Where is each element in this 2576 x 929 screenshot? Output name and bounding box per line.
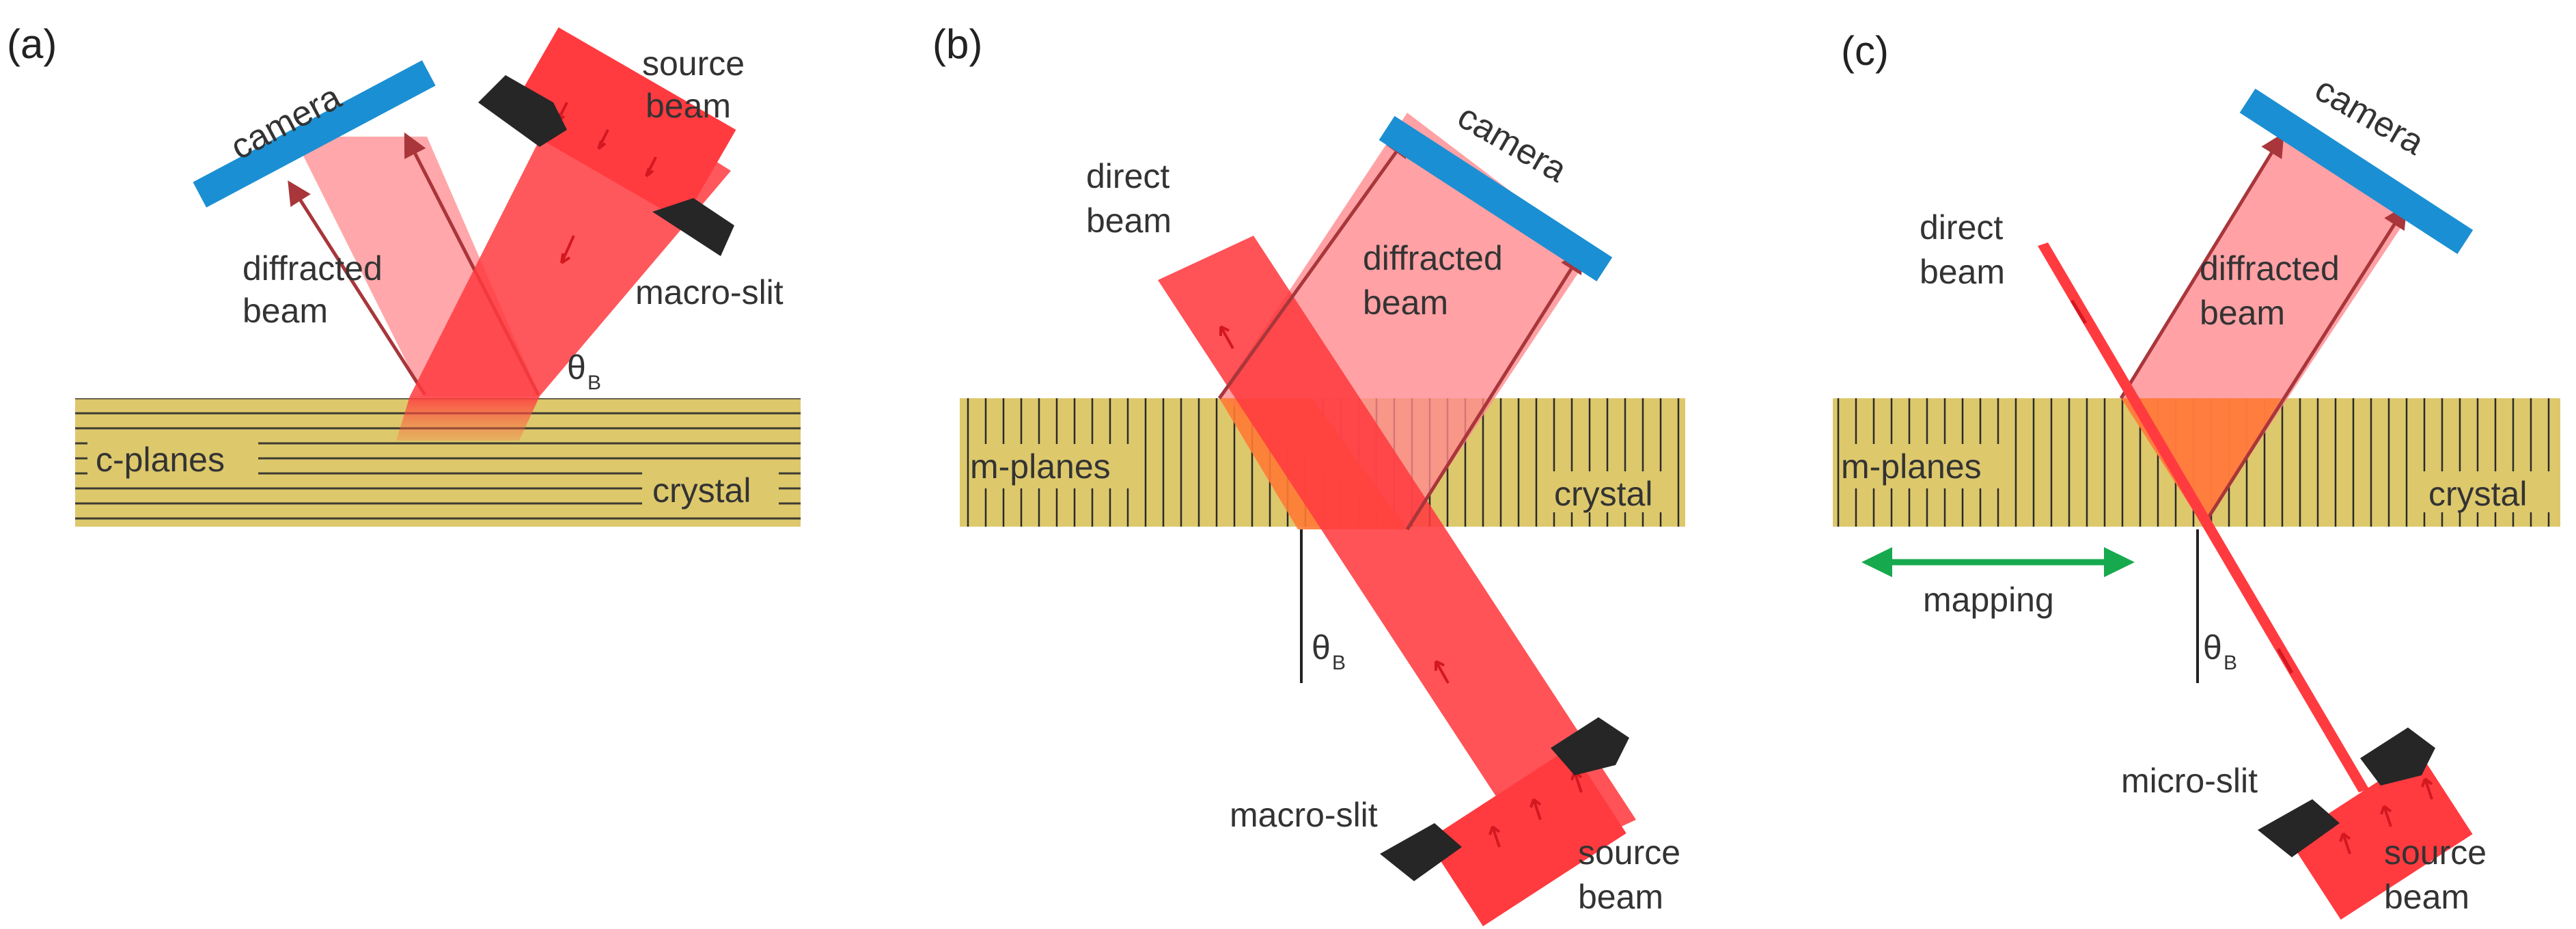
macro-slit-label: macro-slit <box>635 273 784 311</box>
diffracted-label-line2: beam <box>243 292 328 330</box>
direct-beam <box>1158 236 1636 864</box>
macro-slit-label: macro-slit <box>1230 796 1378 834</box>
panel-c: (c) m-planes crystal camera <box>1833 28 2560 920</box>
direct-label-line2: beam <box>1086 202 1172 240</box>
diffracted-beam-arrow <box>288 180 427 396</box>
c-planes-label: c-planes <box>96 441 225 479</box>
source-label-line2: beam <box>1578 878 1663 916</box>
m-planes-label: m-planes <box>970 447 1111 486</box>
diffracted-label-line2: beam <box>1363 283 1448 322</box>
double-arrow-icon <box>1861 547 2135 577</box>
camera-detector-icon <box>1379 115 1613 281</box>
diffracted-label-line1: diffracted <box>1363 239 1503 277</box>
source-label-line2: beam <box>2384 878 2469 916</box>
theta-subscript: B <box>1332 652 1346 674</box>
panel-a-tag: (a) <box>7 21 57 67</box>
beam-overlap-region <box>2121 398 2282 526</box>
theta-symbol: θ <box>567 348 586 387</box>
source-label-line1: source <box>2384 833 2487 872</box>
slit-jaw-icon <box>1380 823 1462 881</box>
m-planes-label: m-planes <box>1841 447 1982 486</box>
diffracted-beam-arrow <box>1217 133 1411 400</box>
diffracted-label-line1: diffracted <box>243 249 383 288</box>
source-beam-head <box>1427 747 1626 926</box>
panel-b-tag: (b) <box>932 21 982 67</box>
diffracted-beam-arrow <box>1405 249 1584 531</box>
beam-direction-arrows <box>2339 777 2433 855</box>
source-beam-head <box>2288 753 2473 920</box>
theta-symbol: θ <box>1312 628 1331 667</box>
direct-beam-narrow <box>2038 242 2369 792</box>
slit-jaw-icon <box>652 198 734 256</box>
slit-jaw-icon <box>478 75 567 147</box>
panel-c-tag: (c) <box>1841 28 1889 74</box>
direct-label-line1: direct <box>1920 208 2003 247</box>
theta-symbol: θ <box>2203 628 2222 667</box>
direct-label-line2: beam <box>1920 253 2005 291</box>
mapping-label: mapping <box>1923 581 2054 619</box>
diffracted-label-line2: beam <box>2200 294 2285 332</box>
micro-slit-label: micro-slit <box>2121 762 2258 800</box>
crystal-label: crystal <box>2428 475 2527 513</box>
panel-a: (a) c-planes crystal camera <box>7 21 801 527</box>
slit-jaw-icon <box>2360 727 2435 786</box>
crystal-label: crystal <box>1554 475 1652 513</box>
diffracted-label-line1: diffracted <box>2200 249 2340 288</box>
source-beam-head <box>505 27 736 222</box>
diffracted-beam-arrow <box>2119 133 2284 400</box>
beam-direction-arrows <box>1219 325 1450 684</box>
source-label-line1: source <box>1578 833 1680 872</box>
panel-b: (b) m-planes crystal camer <box>932 21 1685 926</box>
camera-detector-icon <box>193 60 436 208</box>
crystal-label: crystal <box>652 471 751 510</box>
source-label-line2: beam <box>646 87 731 125</box>
source-label-line1: source <box>642 44 745 83</box>
direct-label-line1: direct <box>1086 157 1169 195</box>
diffracted-beam-arrow <box>2201 204 2407 527</box>
slit-jaw-icon <box>1551 717 1629 775</box>
beam-in-crystal <box>396 396 540 441</box>
beam-direction-arrows <box>1488 771 1583 848</box>
slit-jaw-icon <box>2258 799 2340 857</box>
theta-subscript: B <box>2224 652 2237 674</box>
camera-detector-icon <box>2239 88 2474 254</box>
theta-subscript: B <box>587 372 601 394</box>
